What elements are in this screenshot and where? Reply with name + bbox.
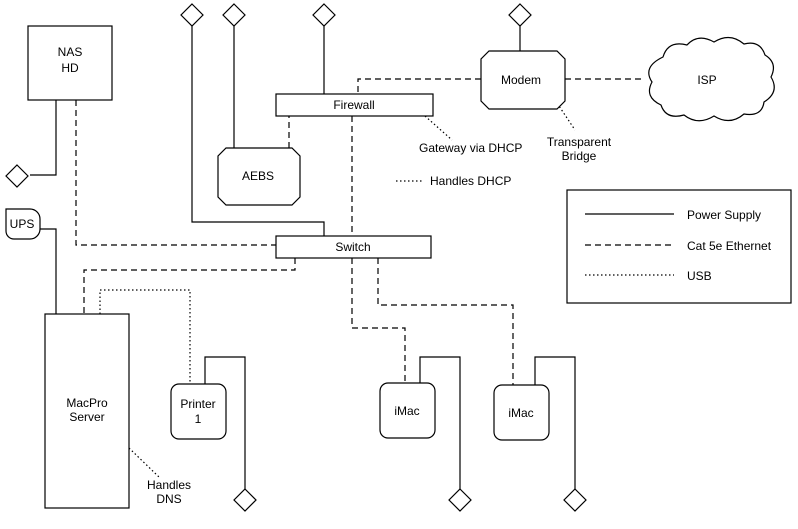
outlet-diamond-icon: [563, 488, 587, 512]
modem-label: Modem: [501, 73, 541, 87]
annotation-line-dns: [128, 447, 161, 479]
imac1-node: iMac: [379, 382, 436, 439]
legend-box: [566, 189, 792, 304]
ethernet-line-switch-imac1: [351, 258, 406, 383]
isp-label: ISP: [697, 73, 716, 87]
outlet-diamond-icon: [222, 3, 246, 27]
power-line-imac2: [534, 356, 576, 489]
outlet-diamond-icon: [312, 3, 336, 27]
legend-power-label: Power Supply: [687, 208, 761, 222]
printer-label-line2: 1: [195, 412, 202, 426]
ups-node: UPS: [5, 208, 41, 240]
imac1-label: iMac: [394, 404, 419, 418]
printer-label-line1: Printer: [180, 397, 215, 411]
ethernet-lines: [75, 78, 645, 385]
power-line-macpro: [40, 228, 57, 314]
ups-label: UPS: [10, 217, 35, 231]
outlet-diamond-icon: [508, 3, 532, 27]
ethernet-line-modem-firewall: [357, 78, 481, 94]
macpro-label-line2: Server: [69, 410, 104, 424]
handles-dhcp-annotation: Handles DHCP: [430, 174, 511, 188]
legend-ethernet-label: Cat 5e Ethernet: [687, 239, 772, 253]
nas-node: NAS HD: [27, 25, 113, 101]
gateway-annotation: Gateway via DHCP: [419, 141, 522, 155]
legend-usb-label: USB: [687, 269, 712, 283]
switch-node: Switch: [275, 235, 432, 259]
outlet-diamond-icon: [233, 488, 257, 512]
bridge-annotation-line1: Transparent: [547, 135, 612, 149]
usb-line-macpro-printer: [99, 289, 191, 384]
switch-label: Switch: [335, 240, 370, 254]
aebs-label: AEBS: [242, 169, 274, 183]
power-line-printer: [204, 356, 246, 489]
power-line-switch: [191, 26, 325, 236]
usb-lines: [99, 99, 576, 479]
outlet-diamond-icon: [5, 164, 29, 188]
legend: Power Supply Cat 5e Ethernet USB: [566, 189, 792, 304]
modem-node: Modem: [480, 50, 566, 110]
annotation-line-gateway: [424, 115, 453, 141]
power-lines: [30, 26, 576, 489]
nas-label-line2: HD: [61, 61, 79, 75]
ethernet-line-switch-imac2: [377, 258, 514, 385]
ethernet-line-switch-macpro: [83, 258, 296, 314]
macpro-node: MacPro Server: [44, 313, 130, 509]
dns-annotation-line1: Handles: [147, 478, 191, 492]
bridge-annotation-line2: Bridge: [562, 149, 597, 163]
power-line-nas: [30, 100, 57, 176]
power-line-imac1: [419, 356, 461, 489]
printer-node: Printer 1: [170, 383, 227, 440]
macpro-label-line1: MacPro: [66, 396, 108, 410]
outlets: [5, 3, 587, 512]
outlet-diamond-icon: [448, 488, 472, 512]
ethernet-line-nas-switch: [75, 100, 276, 246]
isp-node: ISP: [648, 36, 775, 122]
nas-label-line1: NAS: [58, 45, 83, 59]
outlet-diamond-icon: [180, 3, 204, 27]
dns-annotation-line2: DNS: [156, 492, 181, 506]
firewall-node: Firewall: [275, 93, 434, 117]
imac2-node: iMac: [493, 384, 550, 441]
imac2-label: iMac: [508, 406, 533, 420]
aebs-node: AEBS: [217, 147, 301, 206]
firewall-label: Firewall: [333, 98, 374, 112]
